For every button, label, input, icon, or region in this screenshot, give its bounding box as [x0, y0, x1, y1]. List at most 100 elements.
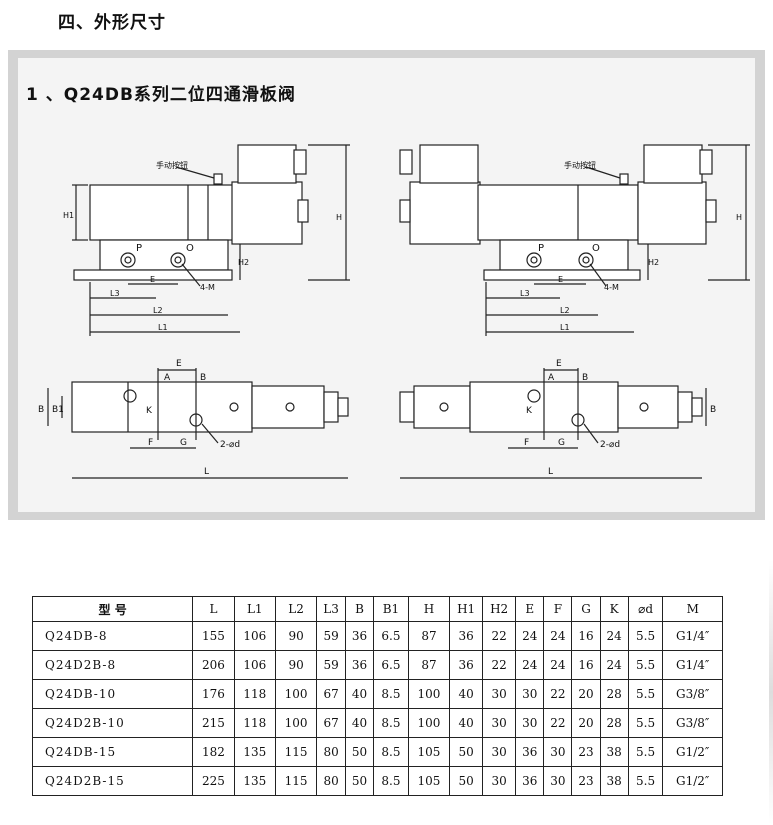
table-cell: 28 [599, 679, 629, 709]
table-cell: 5.5 [627, 621, 664, 651]
table-cell: 50 [344, 737, 375, 767]
table-cell: 23 [571, 766, 601, 796]
dim-h-label-right: H [736, 213, 742, 222]
dim-f-top-right: F [524, 438, 529, 448]
table-cell: 215 [192, 708, 235, 738]
right-front-view [399, 144, 750, 336]
table-cell: 30 [543, 737, 573, 767]
col-header: B1 [373, 596, 409, 622]
table-cell: 176 [192, 679, 235, 709]
table-cell: 30 [482, 766, 517, 796]
table-cell: 38 [599, 737, 629, 767]
valve-outline-drawing: 手动按钮 P O E 4-M L3 L2 L1 H1 H2 H [38, 144, 750, 479]
port-p-label-left: P [136, 243, 142, 254]
table-cell: 90 [274, 621, 318, 651]
dimension-drawing-panel: 1 、Q24DB系列二位四通滑板阀 [8, 50, 765, 520]
table-cell: 135 [233, 766, 276, 796]
table-cell: 50 [449, 737, 484, 767]
table-cell: 22 [543, 708, 573, 738]
table-cell: 36 [515, 737, 545, 767]
table-cell: 100 [274, 708, 318, 738]
table-cell: G3/8″ [662, 708, 723, 738]
table-cell: 118 [233, 708, 276, 738]
left-top-view [47, 368, 349, 479]
col-header: H [407, 596, 451, 622]
dim-b-top-left: B [200, 373, 206, 383]
port-o-label-right: O [592, 243, 600, 254]
dim-a-top-right: A [548, 373, 555, 383]
dim-f-top-left: F [148, 438, 153, 448]
table-cell: 24 [543, 621, 573, 651]
table-cell: G3/8″ [662, 679, 723, 709]
table-cell: 59 [316, 650, 346, 680]
dim-l3-label-left: L3 [110, 289, 120, 298]
model-cell: Q24DB-8 [31, 621, 194, 651]
table-cell: 5.5 [627, 708, 664, 738]
model-cell: Q24DB-15 [31, 737, 194, 767]
col-header: ⌀d [627, 596, 664, 622]
dim-4m-label-left: 4-M [200, 283, 215, 292]
col-header: H1 [449, 596, 484, 622]
drawing-area [18, 58, 755, 512]
table-cell: 22 [543, 679, 573, 709]
table-cell: 30 [515, 708, 545, 738]
table-cell: 6.5 [373, 650, 409, 680]
table-cell: 67 [316, 708, 346, 738]
col-header: L2 [274, 596, 318, 622]
table-cell: 115 [274, 737, 318, 767]
table-cell: 40 [344, 708, 375, 738]
table-cell: 87 [407, 650, 451, 680]
table-cell: 40 [344, 679, 375, 709]
col-header: L [192, 596, 235, 622]
table-cell: 100 [407, 708, 451, 738]
table-cell: 24 [599, 621, 629, 651]
table-cell: 106 [233, 621, 276, 651]
table-cell: 30 [482, 708, 517, 738]
table-cell: 182 [192, 737, 235, 767]
col-header: B [344, 596, 375, 622]
table-cell: 6.5 [373, 621, 409, 651]
model-cell: Q24DB-10 [31, 679, 194, 709]
table-cell: 36 [344, 621, 375, 651]
dim-k-top-left: K [146, 406, 153, 416]
col-header: G [571, 596, 601, 622]
section-heading: 四、外形尺寸 [58, 13, 166, 33]
table-cell: 40 [449, 679, 484, 709]
table-cell: 80 [316, 737, 346, 767]
dim-b-side-left: B [38, 405, 44, 415]
manual-button-label-left: 手动按钮 [156, 160, 188, 170]
dim-e-label-left: E [150, 275, 155, 284]
dim-b-side-right: B [710, 405, 716, 415]
dimension-table: 型 号 L L1 L2 L3 B B1 H H1 H2 E F G K ⌀d M… [31, 596, 723, 796]
table-cell: 105 [407, 737, 451, 767]
col-header: L1 [233, 596, 276, 622]
table-cell: 8.5 [373, 737, 409, 767]
dim-l1-label-left: L1 [158, 323, 168, 332]
col-header: K [599, 596, 629, 622]
table-cell: 16 [571, 650, 601, 680]
dimension-table-wrap: 型 号 L L1 L2 L3 B B1 H H1 H2 E F G K ⌀d M… [31, 596, 723, 796]
dim-g-top-right: G [558, 438, 565, 448]
table-cell: 24 [515, 650, 545, 680]
table-cell: 87 [407, 621, 451, 651]
dim-l1-label-right: L1 [560, 323, 570, 332]
table-cell: 50 [449, 766, 484, 796]
table-cell: 115 [274, 766, 318, 796]
dim-e-top-right: E [556, 359, 562, 369]
table-cell: 5.5 [627, 737, 664, 767]
table-cell: 40 [449, 708, 484, 738]
table-cell: 5.5 [627, 650, 664, 680]
table-cell: 24 [543, 650, 573, 680]
port-p-label-right: P [538, 243, 544, 254]
dim-h-label-left: H [336, 213, 342, 222]
dim-h1-label-left: H1 [63, 211, 74, 220]
dim-l-top-right: L [548, 467, 553, 477]
col-header: H2 [482, 596, 517, 622]
model-cell: Q24D2B-10 [31, 708, 194, 738]
table-cell: 90 [274, 650, 318, 680]
